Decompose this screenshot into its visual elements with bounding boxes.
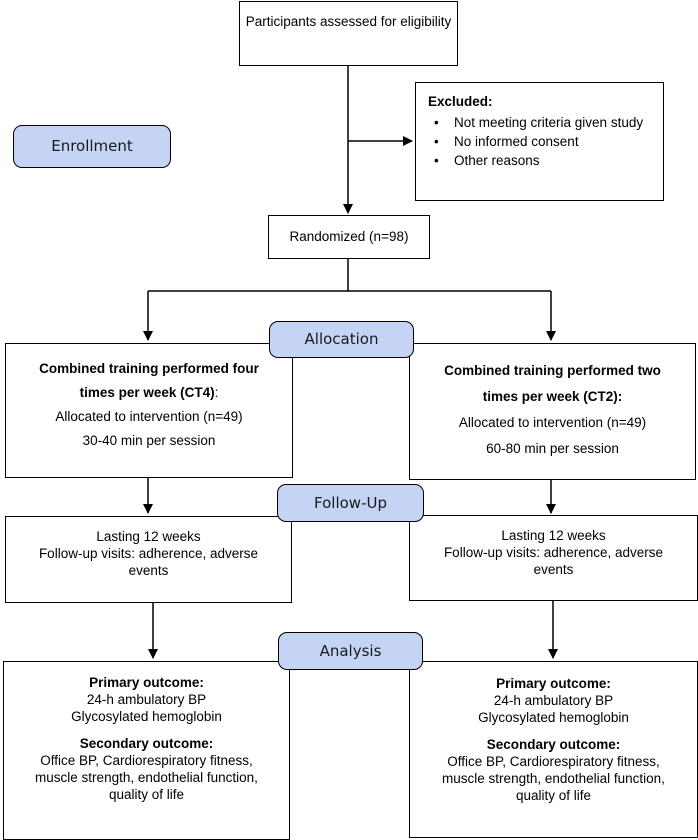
secondary-outcome-title: Secondary outcome: xyxy=(486,737,621,752)
followup-lasting: Lasting 12 weeks xyxy=(96,529,201,544)
followup-lasting: Lasting 12 weeks xyxy=(501,528,606,543)
followup-visits-cont: events xyxy=(533,562,574,577)
followup-ct4-box: Lasting 12 weeks Follow-up visits: adher… xyxy=(5,516,292,603)
followup-visits: Follow-up visits: adherence, adverse xyxy=(443,545,664,560)
assessed-text: Participants assessed for eligibility xyxy=(245,14,452,29)
randomized-box: Randomized (n=98) xyxy=(268,215,430,259)
primary-outcome-bp: 24-h ambulatory BP xyxy=(86,692,207,707)
followup-ct2-box: Lasting 12 weeks Follow-up visits: adher… xyxy=(409,515,698,601)
stage-allocation-label: Allocation xyxy=(304,330,379,348)
secondary-outcome-line: quality of life xyxy=(515,788,592,803)
excluded-box: Excluded: •Not meeting criteria given st… xyxy=(415,82,664,201)
arm-ct2-title: Combined training performed two xyxy=(444,363,661,378)
secondary-outcome-line: muscle strength, endothelial function, xyxy=(442,771,665,786)
arm-ct2-box: Combined training performed two times pe… xyxy=(409,343,696,480)
secondary-outcome-line: Office BP, Cardiorespiratory fitness, xyxy=(40,753,253,768)
primary-outcome-hba1c: Glycosylated hemoglobin xyxy=(478,710,629,725)
primary-outcome-bp: 24-h ambulatory BP xyxy=(493,693,614,708)
secondary-outcome-title: Secondary outcome: xyxy=(79,736,214,751)
excluded-item: •Not meeting criteria given study xyxy=(434,115,644,130)
assessed-box: Participants assessed for eligibility xyxy=(239,1,458,66)
followup-visits: Follow-up visits: adherence, adverse xyxy=(38,546,259,561)
arm-ct4-box: Combined training performed four times p… xyxy=(5,343,293,478)
secondary-outcome-line: muscle strength, endothelial function, xyxy=(35,770,258,785)
primary-outcome-title: Primary outcome: xyxy=(89,675,204,690)
analysis-ct2-box: Primary outcome: 24-h ambulatory BP Glyc… xyxy=(409,661,698,838)
secondary-outcome-line: quality of life xyxy=(108,787,185,802)
excluded-list: •Not meeting criteria given study •No in… xyxy=(428,113,653,170)
stage-followup-label: Follow-Up xyxy=(314,494,387,512)
primary-outcome-title: Primary outcome: xyxy=(496,676,611,691)
excluded-title: Excluded: xyxy=(428,94,493,109)
excluded-item: •Other reasons xyxy=(434,153,540,168)
randomized-text: Randomized (n=98) xyxy=(289,229,409,244)
analysis-ct4-box: Primary outcome: 24-h ambulatory BP Glyc… xyxy=(3,661,290,840)
arm-ct4-title-line2: times per week (CT4): xyxy=(79,385,219,400)
followup-visits-cont: events xyxy=(128,563,169,578)
stage-enrollment-label: Enrollment xyxy=(51,137,133,155)
arm-ct4-title: Combined training performed four xyxy=(39,361,259,376)
arm-ct4-duration: 30-40 min per session xyxy=(82,433,216,448)
primary-outcome-hba1c: Glycosylated hemoglobin xyxy=(71,709,222,724)
arm-ct2-allocated: Allocated to intervention (n=49) xyxy=(458,415,647,430)
arm-ct2-duration: 60-80 min per session xyxy=(486,441,619,456)
stage-analysis: Analysis xyxy=(278,632,423,670)
stage-allocation: Allocation xyxy=(269,321,414,358)
stage-enrollment: Enrollment xyxy=(13,125,171,168)
arm-ct2-title-line2: times per week (CT2): xyxy=(482,389,623,404)
stage-followup: Follow-Up xyxy=(277,484,424,522)
stage-analysis-label: Analysis xyxy=(319,642,382,660)
arm-ct4-allocated: Allocated to intervention (n=49) xyxy=(55,409,243,424)
secondary-outcome-line: Office BP, Cardiorespiratory fitness, xyxy=(447,754,660,769)
excluded-item: •No informed consent xyxy=(434,134,579,149)
